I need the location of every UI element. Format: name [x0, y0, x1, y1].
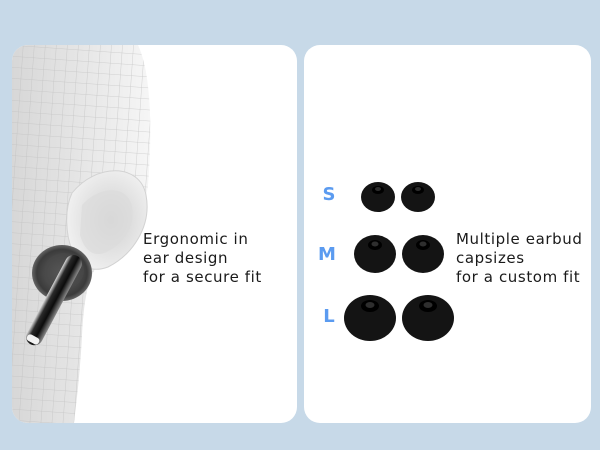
ear-tip-medium-icon — [354, 235, 396, 273]
ear-tip-small-icon — [401, 182, 435, 212]
ear-tip-large-icon — [402, 295, 454, 341]
ergonomic-fit-panel: Ergonomic in ear design for a secure fit — [12, 45, 297, 423]
earbud-sizes-caption: Multiple earbud capsizes for a custom fi… — [456, 230, 583, 286]
ergonomic-fit-caption: Ergonomic in ear design for a secure fit — [143, 230, 262, 286]
size-label-small: S — [322, 184, 336, 205]
earbud-sizes-panel: S M L Multiple earbud capsizes for a cus… — [304, 45, 591, 423]
ear-tip-medium-icon — [402, 235, 444, 273]
size-label-medium: M — [318, 244, 336, 265]
ear-tip-large-icon — [344, 295, 396, 341]
head-ear-earbud-icon — [12, 45, 151, 423]
size-label-large: L — [323, 306, 335, 327]
ear-tip-small-icon — [361, 182, 395, 212]
